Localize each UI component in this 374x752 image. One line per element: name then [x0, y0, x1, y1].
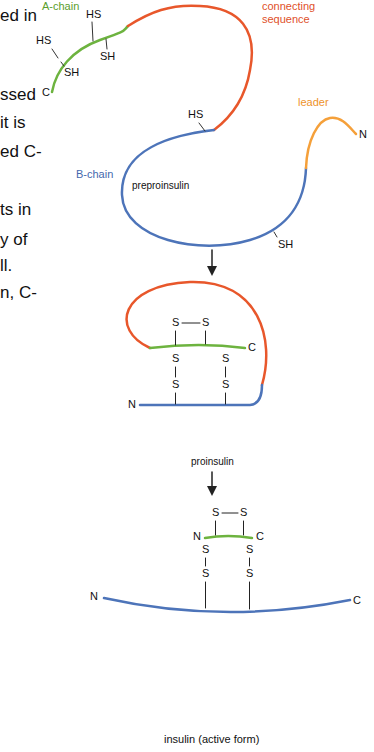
- connecting-sequence: [127, 282, 267, 385]
- sulfur-label: S: [222, 352, 229, 365]
- thiol-label: HS: [86, 8, 101, 21]
- sulfur-label: S: [202, 567, 209, 580]
- disulfide-bonds: [176, 323, 226, 404]
- terminus-label: N: [359, 128, 367, 141]
- terminus-label: N: [193, 530, 201, 543]
- sulfur-label: S: [202, 543, 209, 556]
- stage-label: proinsulin: [191, 456, 234, 468]
- b-chain: [122, 130, 306, 246]
- leader-sequence: [306, 118, 356, 168]
- text-fragment: ssed: [0, 85, 36, 105]
- terminus-label: C: [256, 530, 264, 543]
- sulfur-label: S: [172, 316, 179, 329]
- text-fragment: ed C-: [0, 142, 42, 162]
- text-fragment: it is: [0, 113, 26, 133]
- sulfur-label: S: [246, 567, 253, 580]
- thiol-stubs: [52, 22, 277, 237]
- a-chain: [205, 536, 252, 538]
- sulfur-label: S: [172, 352, 179, 365]
- stage-label: preproinsulin: [132, 180, 189, 192]
- sulfur-label: S: [172, 378, 179, 391]
- thiol-label: HS: [188, 108, 203, 121]
- connecting-sequence: [128, 6, 252, 130]
- sulfur-label: S: [202, 316, 209, 329]
- a-chain: [52, 26, 128, 92]
- thiol-label: SH: [100, 50, 115, 63]
- chain-label: connecting sequence: [262, 0, 326, 25]
- terminus-label: N: [90, 590, 98, 603]
- terminus-label: C: [353, 594, 361, 607]
- thiol-label: SH: [64, 66, 79, 79]
- terminus-label: N: [128, 398, 136, 411]
- terminus-label: C: [42, 86, 50, 99]
- a-chain: [150, 345, 245, 348]
- sulfur-label: S: [240, 506, 247, 519]
- stage-label: insulin (active form): [164, 733, 259, 746]
- chain-label: B-chain: [76, 168, 113, 181]
- text-fragment: ll.: [0, 256, 12, 276]
- thiol-label: HS: [36, 34, 51, 47]
- chain-label: leader: [298, 96, 329, 109]
- terminus-label: C: [248, 341, 256, 354]
- thiol-label: SH: [278, 238, 293, 251]
- sulfur-label: S: [212, 506, 219, 519]
- text-fragment: y of: [0, 230, 27, 250]
- sulfur-label: S: [222, 378, 229, 391]
- text-fragment: ed in: [0, 6, 37, 26]
- text-fragment: ts in: [0, 200, 31, 220]
- chain-label: A-chain: [42, 0, 79, 13]
- disulfide-bonds: [206, 513, 250, 609]
- sulfur-label: S: [246, 543, 253, 556]
- text-fragment: n, C-: [0, 283, 37, 303]
- b-chain: [140, 385, 262, 405]
- b-chain: [104, 598, 350, 612]
